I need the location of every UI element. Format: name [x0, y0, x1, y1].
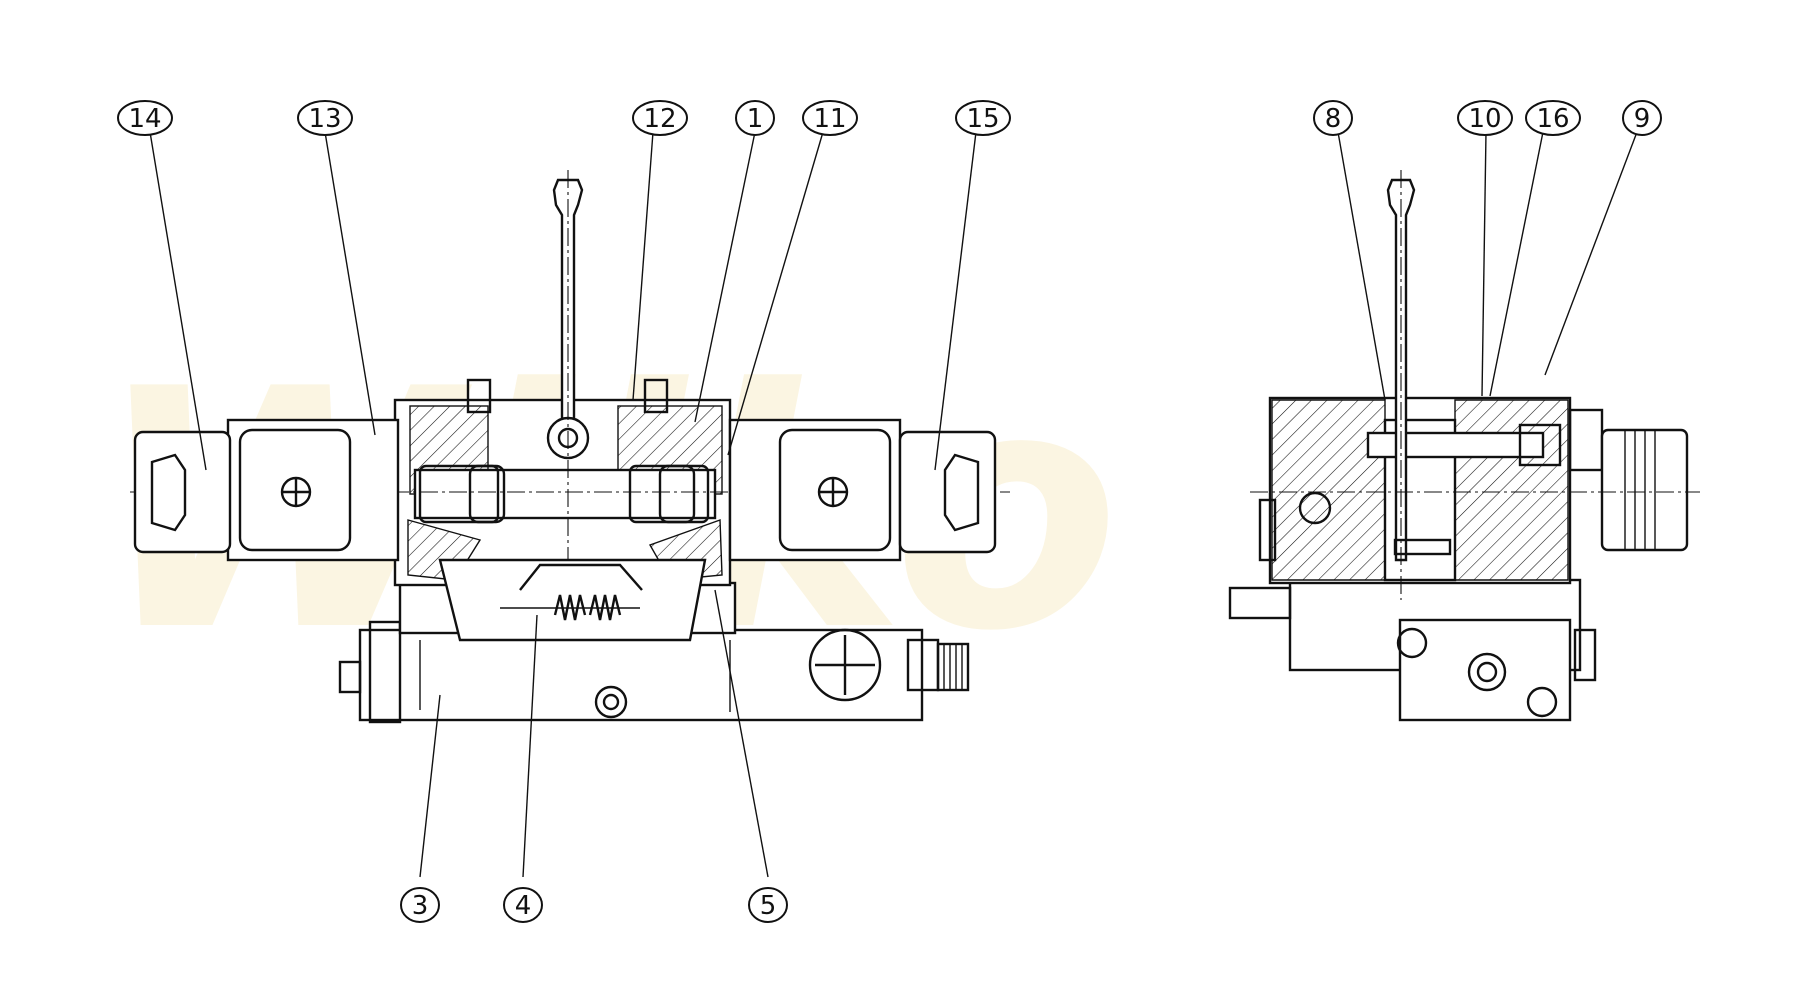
pin-left [466, 378, 492, 414]
balloon-8: 8 [1313, 100, 1353, 136]
svg-text:12: 12 [643, 104, 676, 134]
balloon-15: 15 [955, 100, 1011, 136]
svg-text:4: 4 [515, 891, 532, 921]
svg-text:13: 13 [308, 104, 341, 134]
side-bolt [1366, 431, 1545, 459]
svg-text:1: 1 [747, 104, 764, 134]
balloon-14: 14 [117, 100, 173, 136]
side-section-view [1228, 170, 1700, 722]
side-nut [1568, 408, 1604, 472]
svg-text:8: 8 [1325, 104, 1342, 134]
svg-text:3: 3 [412, 891, 429, 921]
balloon-11: 11 [802, 100, 858, 136]
front-section-view [130, 170, 1010, 724]
side-stud [1228, 586, 1292, 620]
side-hand-lever[interactable] [1386, 178, 1416, 562]
svg-text:11: 11 [813, 104, 846, 134]
balloon-10: 10 [1457, 100, 1513, 136]
balloon-16: 16 [1525, 100, 1581, 136]
balloon-3: 3 [400, 887, 440, 923]
balloon-13: 13 [297, 100, 353, 136]
spool [413, 468, 717, 520]
screw-head [594, 685, 628, 719]
balloon-1: 1 [735, 100, 775, 136]
balloon-12: 12 [632, 100, 688, 136]
pin-right [643, 378, 669, 414]
balloon-5: 5 [748, 887, 788, 923]
left-nut [368, 620, 402, 724]
svg-text:9: 9 [1634, 104, 1651, 134]
svg-text:16: 16 [1536, 104, 1569, 134]
spring-cavity [438, 558, 707, 642]
balloon-4: 4 [503, 887, 543, 923]
solenoid-cap-left [133, 430, 232, 554]
solenoid-coil-right [728, 418, 902, 562]
manifold-plate [358, 628, 924, 722]
left-plug [338, 660, 362, 694]
side-subplate [1398, 618, 1572, 722]
svg-text:5: 5 [760, 891, 777, 921]
leader-lines [149, 131, 1638, 878]
svg-text:14: 14 [128, 104, 161, 134]
side-screw [1467, 652, 1507, 692]
svg-text:15: 15 [966, 104, 999, 134]
right-fitting-thread [936, 642, 970, 692]
solenoid-coil-left [226, 418, 400, 562]
phillips-screw [808, 628, 882, 702]
balloon-9: 9 [1622, 100, 1662, 136]
svg-text:10: 10 [1468, 104, 1501, 134]
solenoid-cap-right [898, 430, 997, 554]
